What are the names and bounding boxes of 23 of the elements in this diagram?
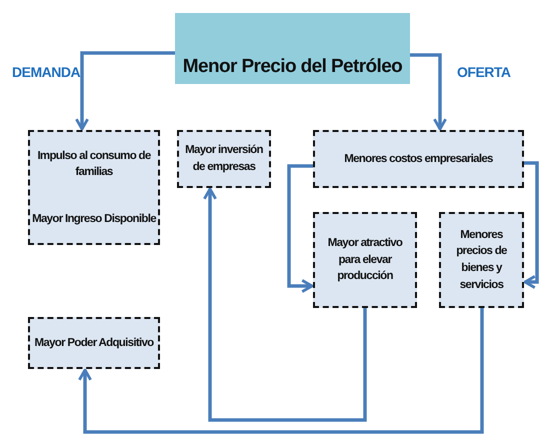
arrow: [78, 308, 484, 434]
box-text: Mayor Poder Adquisitivo: [34, 336, 154, 351]
box-text: Mayor Ingreso Disponible: [32, 212, 156, 227]
box-text: Mayor inversión de empresas: [184, 143, 264, 175]
process-box: [439, 212, 524, 308]
box-text: Mayor atractivo para elevar producción: [326, 236, 404, 284]
side-label: DEMANDA: [12, 64, 80, 80]
side-label: OFERTA: [457, 64, 511, 80]
process-box: [313, 130, 524, 188]
arrow: [75, 51, 175, 130]
box-text: Menor Precio del Petróleo: [182, 56, 402, 78]
arrow: [287, 164, 314, 293]
process-box: [177, 130, 271, 188]
process-box: [28, 130, 160, 245]
arrow: [410, 53, 447, 130]
process-box: [28, 317, 160, 369]
box-text: Menores precios de bienes y servicios: [455, 228, 508, 293]
box-text: Menores costos empresariales: [344, 152, 493, 167]
arrow: [203, 188, 367, 422]
box-text: Impulso al consumo de familias: [36, 148, 152, 180]
title-box: [175, 13, 410, 84]
process-box: [313, 212, 417, 308]
arrow: [524, 161, 539, 289]
